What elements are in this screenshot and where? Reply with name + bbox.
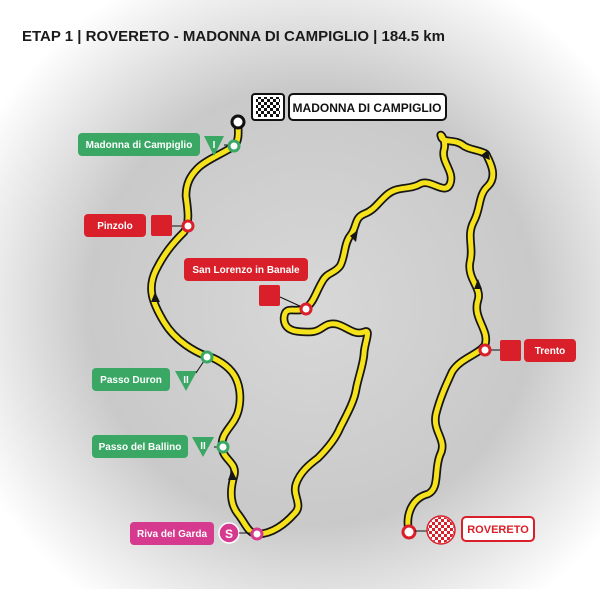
climb-label: Passo Duron [100,375,162,386]
sprint-riva-del-garda: Riva del Garda S [130,522,264,545]
sprint-symbol: S [225,527,233,541]
sprint-san-lorenzo-in-banale: San Lorenzo in Banale [184,258,313,316]
stage-title: ETAP 1 | ROVERETO - MADONNA DI CAMPIGLIO… [22,28,445,45]
finish-marker: MADONNA DI CAMPIGLIO [230,93,447,130]
climb-category: II [183,375,189,386]
climb-label: Madonna di Campiglio [86,140,193,151]
arrow-icon [480,150,490,160]
start-flag-icon [428,517,454,543]
arrow-icon [350,230,358,242]
start-marker: ROVERETO [401,515,535,545]
climb-category: I [213,140,216,151]
climb-category: II [200,441,206,452]
arrow-icon [151,292,160,302]
intermediate-label: Pinzolo [97,221,133,232]
start-label: ROVERETO [467,524,529,536]
climb-madonna-di-campiglio: Madonna di Campiglio I [78,133,241,156]
arrow-icon [228,470,237,480]
intermediate-label: San Lorenzo in Banale [192,265,300,276]
finish-label: MADONNA DI CAMPIGLIO [293,101,442,115]
sprint-trento: Trento [478,339,576,362]
climb-passo-del-ballino: Passo del Ballino II [92,435,230,458]
arrow-icon [474,279,482,289]
intermediate-label: Trento [535,346,566,357]
climb-label: Passo del Ballino [99,442,182,453]
sprint-label: Riva del Garda [137,529,207,540]
route-direction-arrows [151,150,490,480]
climb-passo-duron: Passo Duron II [92,350,214,391]
sprint-pinzolo: Pinzolo [84,214,195,237]
